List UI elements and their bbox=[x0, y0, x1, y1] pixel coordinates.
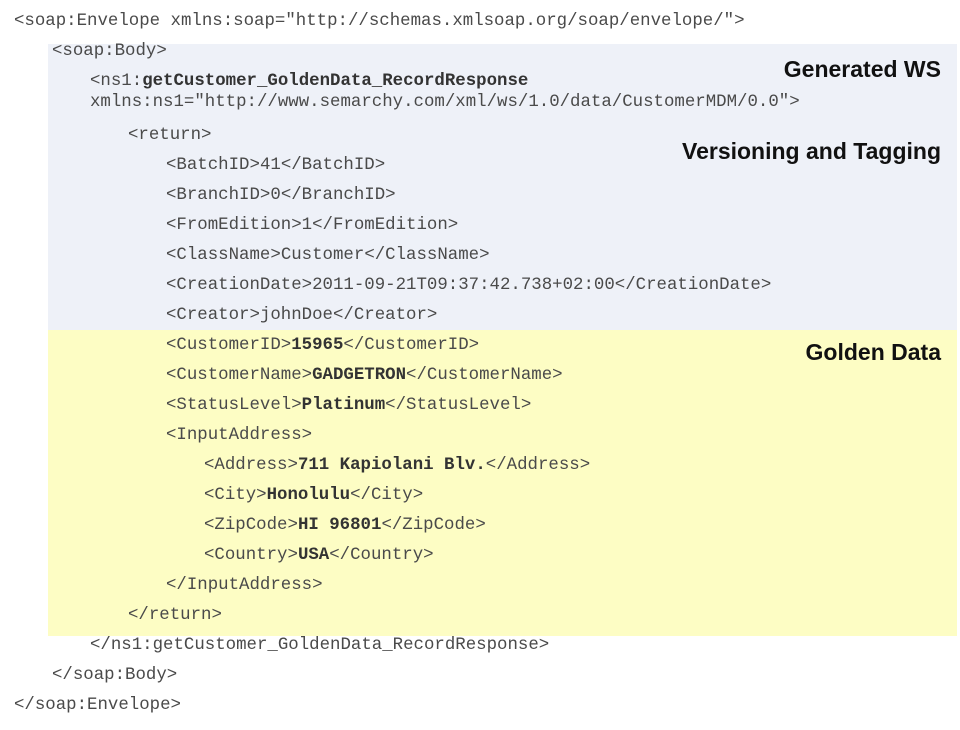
xml-envelope-close: </soap:Envelope> bbox=[14, 696, 181, 715]
generated-ws-label: Generated WS bbox=[783, 56, 941, 82]
xml-return-close: </return> bbox=[128, 606, 222, 625]
xml-code-block: <soap:Envelope xmlns:soap="http://schema… bbox=[0, 7, 960, 721]
xml-input-address-close: </InputAddress> bbox=[166, 576, 323, 595]
golden-data-band bbox=[48, 330, 957, 636]
xml-status-level: <StatusLevel>Platinum</StatusLevel> bbox=[166, 396, 532, 415]
xml-city: <City>Honolulu</City> bbox=[204, 486, 424, 505]
xml-creation-date: <CreationDate>2011-09-21T09:37:42.738+02… bbox=[166, 276, 772, 295]
xml-creator: <Creator>johnDoe</Creator> bbox=[166, 306, 438, 325]
xml-country: <Country>USA</Country> bbox=[204, 546, 434, 565]
xml-customer-id: <CustomerID>15965</CustomerID> bbox=[166, 336, 480, 355]
xml-from-edition: <FromEdition>1</FromEdition> bbox=[166, 216, 459, 235]
xml-response-close: </ns1:getCustomer_GoldenData_RecordRespo… bbox=[90, 636, 550, 655]
xml-response-open: <ns1:getCustomer_GoldenData_RecordRespon… bbox=[90, 72, 529, 91]
xml-input-address-open: <InputAddress> bbox=[166, 426, 313, 445]
xml-batch-id: <BatchID>41</BatchID> bbox=[166, 156, 386, 175]
xml-customer-name: <CustomerName>GADGETRON</CustomerName> bbox=[166, 366, 563, 385]
xml-class-name: <ClassName>Customer</ClassName> bbox=[166, 246, 490, 265]
xml-branch-id: <BranchID>0</BranchID> bbox=[166, 186, 396, 205]
xml-zip-code: <ZipCode>HI 96801</ZipCode> bbox=[204, 516, 486, 535]
xml-envelope-open: <soap:Envelope xmlns:soap="http://schema… bbox=[14, 12, 745, 31]
xml-body-close: </soap:Body> bbox=[52, 666, 178, 685]
versioning-and-tagging-label: Versioning and Tagging bbox=[682, 138, 941, 164]
xml-return-open: <return> bbox=[128, 126, 212, 145]
xml-body-open: <soap:Body> bbox=[52, 42, 167, 61]
golden-data-label: Golden Data bbox=[805, 339, 941, 365]
generated-ws-band bbox=[48, 44, 957, 330]
xml-response-namespace: xmlns:ns1="http://www.semarchy.com/xml/w… bbox=[90, 93, 800, 112]
xml-address: <Address>711 Kapiolani Blv.</Address> bbox=[204, 456, 591, 475]
